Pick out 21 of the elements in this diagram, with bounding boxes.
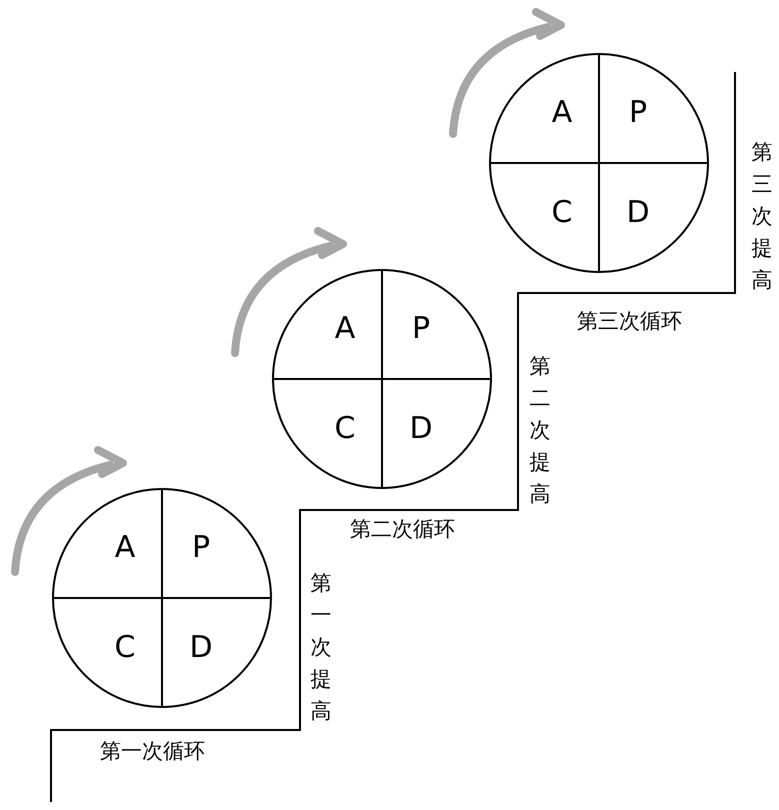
quadrant-label: C <box>310 407 380 451</box>
pdca-circle <box>272 269 492 489</box>
quadrant-label: P <box>386 307 456 351</box>
cycle-label: 第三次循环 <box>577 311 682 332</box>
step-label: 第二次提高 <box>529 353 551 508</box>
quadrant-label: P <box>603 91 673 135</box>
quadrant-label: C <box>527 191 597 235</box>
pdca-circle <box>52 488 272 708</box>
quadrant-label: P <box>166 526 236 570</box>
pdca-circle <box>489 53 709 273</box>
step-label: 第三次提高 <box>751 139 773 294</box>
quadrant-label: A <box>310 307 380 351</box>
quadrant-label: D <box>603 191 673 235</box>
quadrant-label: C <box>90 626 160 670</box>
cycle-label: 第二次循环 <box>350 519 455 540</box>
cycle-label: 第一次循环 <box>100 741 205 762</box>
step-label: 第一次提高 <box>310 570 332 725</box>
quadrant-label: A <box>527 91 597 135</box>
quadrant-label: A <box>90 526 160 570</box>
quadrant-label: D <box>166 626 236 670</box>
quadrant-label: D <box>386 407 456 451</box>
